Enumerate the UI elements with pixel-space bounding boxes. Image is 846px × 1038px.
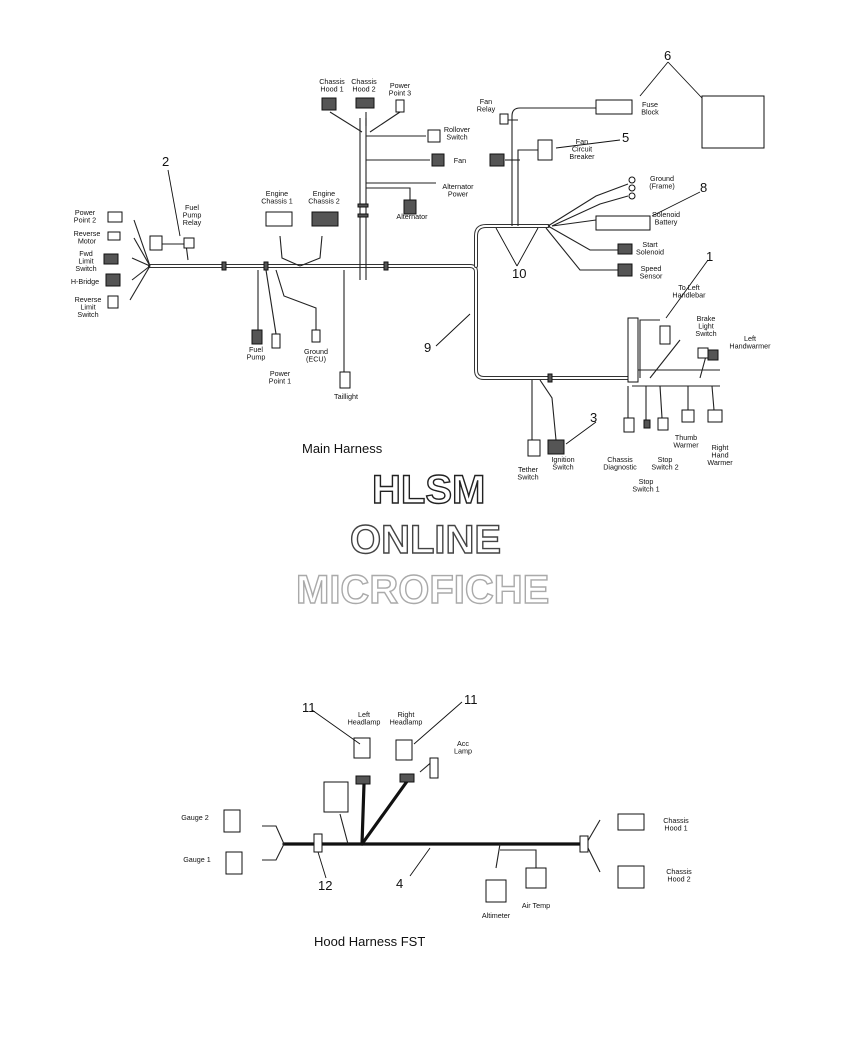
label-ground-frame: Ground(Frame) [649, 174, 675, 191]
label-taillight: Taillight [334, 392, 358, 401]
callout-11-left: 11 [302, 700, 316, 715]
callout-12: 12 [318, 878, 332, 893]
watermark-line-3: MICROFICHE [296, 568, 549, 612]
callout-6: 3 [590, 410, 597, 425]
callout-8: 9 [424, 340, 431, 355]
label-air-temp: Air Temp [522, 901, 550, 910]
hood-harness-title: Hood Harness FST [314, 934, 425, 949]
callout-10: 4 [396, 876, 403, 891]
main-harness-title: Main Harness [302, 441, 383, 456]
hood-harness [223, 701, 645, 903]
callout-1: 1 [706, 249, 713, 264]
label-h-bridge: H-Bridge [71, 277, 99, 286]
callout-2: 2 [162, 154, 169, 169]
callout-5: 8 [700, 180, 707, 195]
label-altimeter: Altimeter [482, 911, 511, 920]
label-fan: Fan [454, 156, 466, 165]
label-ground-ecu: Ground(ECU) [304, 347, 328, 364]
callout-9: 10 [512, 266, 526, 281]
callout-11-right: 11 [464, 692, 478, 707]
main-harness [103, 61, 765, 457]
watermark-line-1: HLSM [372, 468, 485, 512]
label-alternator: Alternator [396, 212, 428, 221]
watermark-line-2: ONLINE [350, 518, 501, 562]
label-gauge-1: Gauge 1 [183, 855, 211, 864]
callout-4: 6 [664, 48, 671, 63]
label-gauge-2: Gauge 2 [181, 813, 209, 822]
callout-3: 5 [622, 130, 629, 145]
